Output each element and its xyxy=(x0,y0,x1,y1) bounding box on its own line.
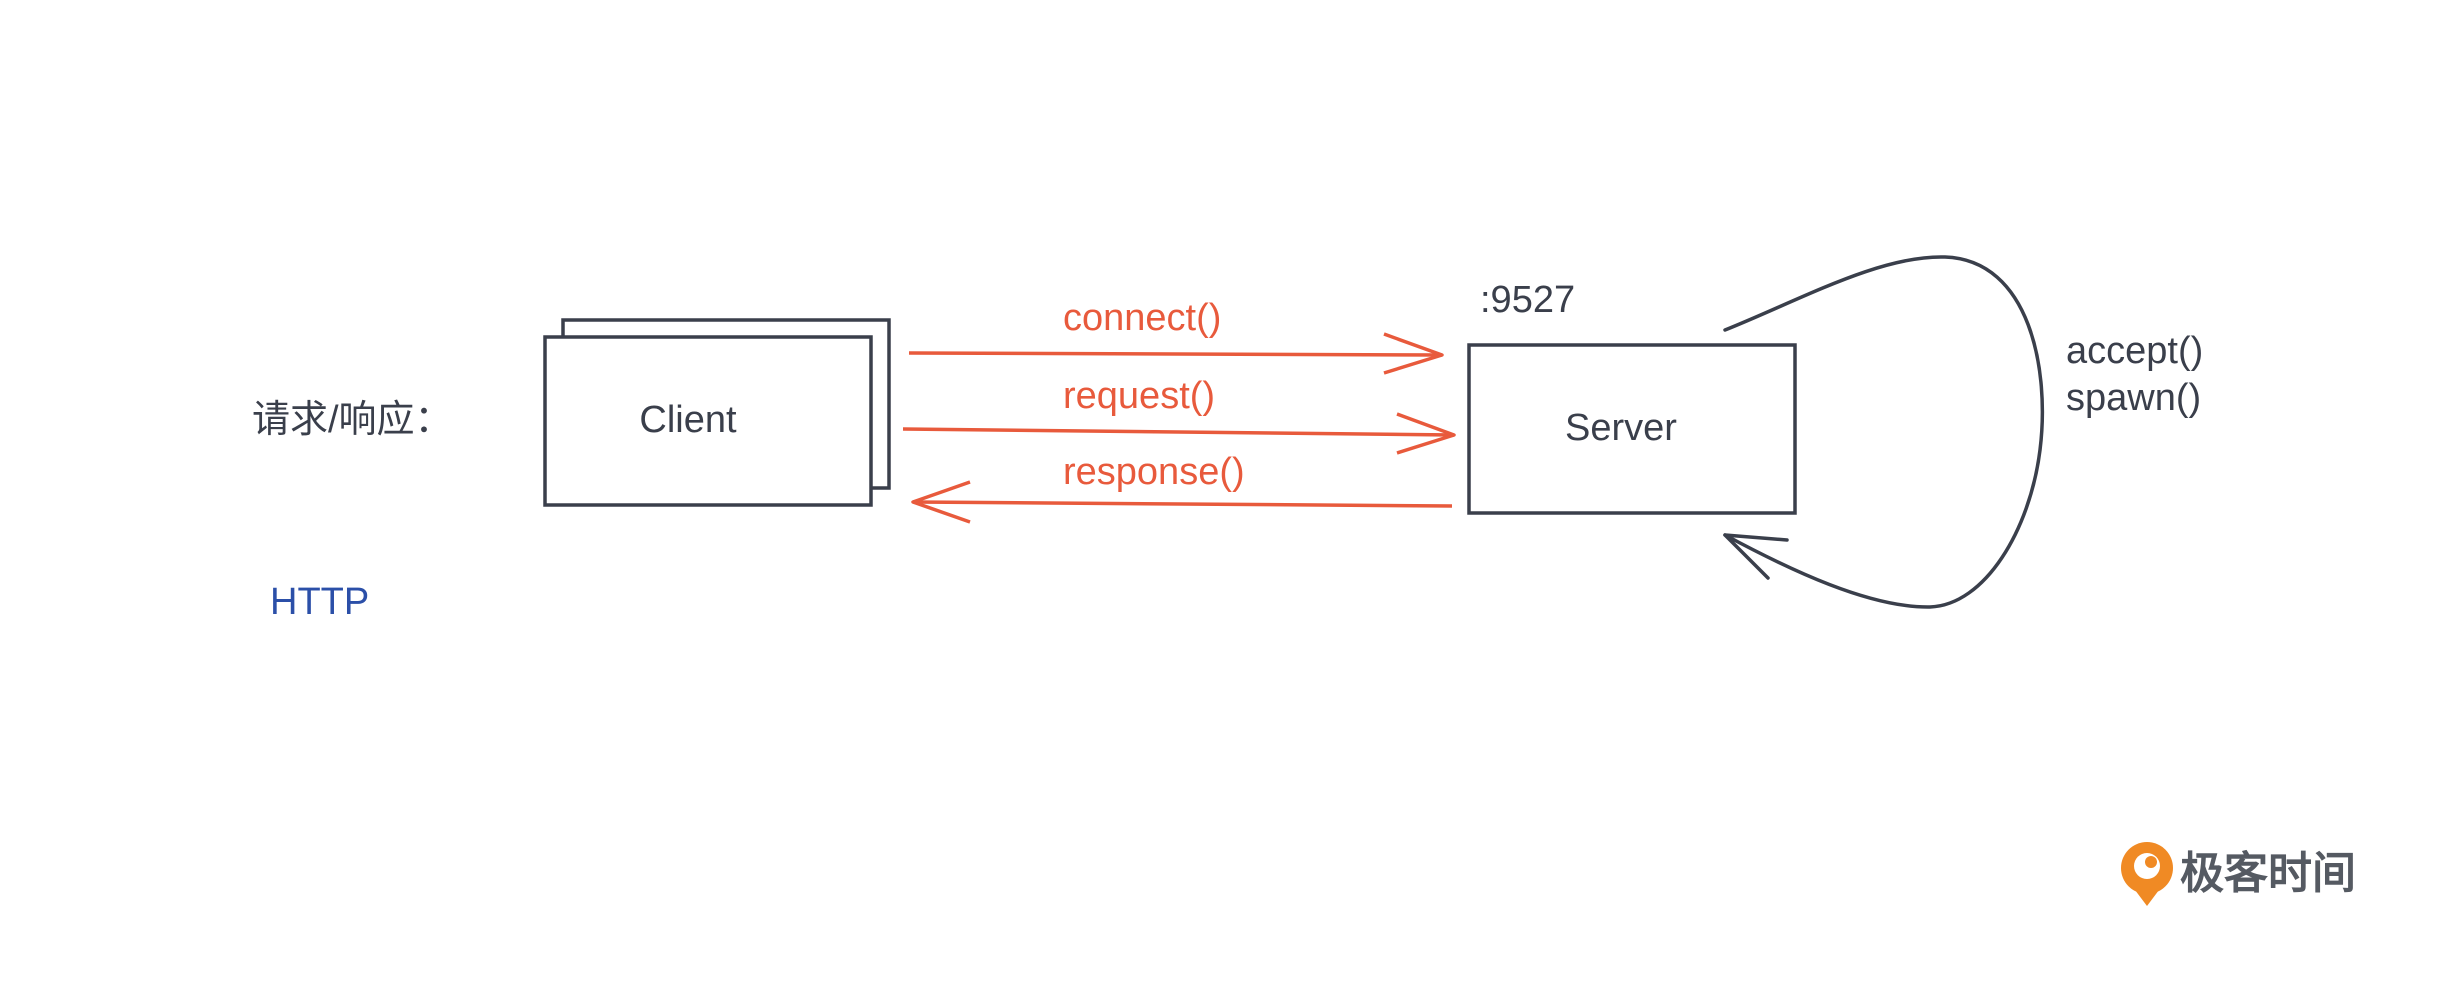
request-arrow-head xyxy=(1396,412,1456,455)
connect-arrow-line xyxy=(908,351,1443,357)
response-label: response() xyxy=(1063,451,1245,493)
connect-arrow: connect() xyxy=(908,297,1444,375)
brand-name: 极客时间 xyxy=(2180,849,2356,898)
request-arrow: request() xyxy=(902,375,1456,455)
brand-logo-icon xyxy=(2121,842,2173,906)
accept-loop: accept() spawn() xyxy=(1723,255,2203,609)
request-arrow-line xyxy=(902,427,1455,437)
http-protocol-label: HTTP xyxy=(270,581,369,623)
brand-logo: 极客时间 xyxy=(2121,842,2356,906)
accept-label: accept() xyxy=(2066,330,2203,372)
accept-loop-arrow-head xyxy=(1723,533,1789,580)
accept-loop-path xyxy=(1723,255,2045,609)
response-arrow-head xyxy=(911,480,971,524)
connect-arrow-head xyxy=(1383,332,1444,375)
server-label: Server xyxy=(1565,407,1677,449)
server-rect xyxy=(1467,343,1797,515)
client-label: Client xyxy=(639,399,737,441)
client-box: Client xyxy=(543,318,891,507)
request-label: request() xyxy=(1063,375,1215,417)
server-box: Server :9527 xyxy=(1467,279,1797,515)
request-response-label: 请求/响应： xyxy=(252,399,453,441)
response-arrow-line xyxy=(912,500,1453,508)
response-arrow: response() xyxy=(911,451,1453,524)
connect-label: connect() xyxy=(1063,297,1221,339)
client-box-front xyxy=(543,335,873,507)
port-label: :9527 xyxy=(1480,279,1575,321)
spawn-label: spawn() xyxy=(2066,377,2201,419)
